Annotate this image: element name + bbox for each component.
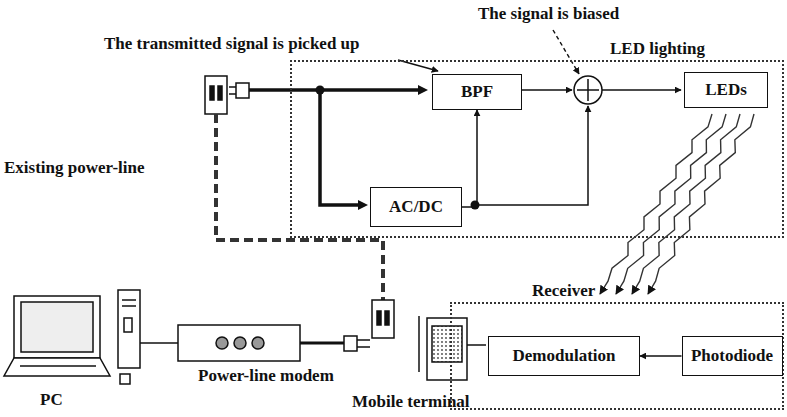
connector-arrow (640, 355, 682, 357)
light-rays (600, 114, 754, 294)
plug (300, 336, 370, 351)
photodiode-box: Photodiode (682, 336, 783, 376)
arrow-head (358, 200, 368, 210)
box-label: BPF (461, 82, 493, 102)
callout-text: The signal is biased (478, 4, 619, 24)
light-ray (600, 114, 712, 294)
signal-wire (602, 89, 681, 91)
box-label: Demodulation (513, 346, 616, 366)
mobile-terminal (419, 316, 486, 380)
junction-dot (316, 86, 325, 95)
adder-symbol (574, 76, 602, 104)
callout-text: The transmitted signal is picked up (104, 34, 360, 54)
filter-box: BPF (432, 74, 522, 110)
plug (229, 83, 249, 98)
device-label: Mobile terminal (352, 392, 470, 412)
leader-line (553, 30, 579, 74)
wall-outlet (372, 300, 394, 338)
device-label: PC (40, 390, 63, 410)
power-line (216, 114, 383, 300)
wall-outlet (205, 76, 227, 114)
box-label: Photodiode (691, 346, 773, 366)
led-box: LEDs (684, 72, 768, 108)
unit-heading: Receiver (530, 281, 597, 301)
light-ray (648, 114, 754, 294)
wire-label: Existing power-line (4, 158, 145, 178)
light-ray (616, 114, 726, 294)
arrow-head (418, 85, 428, 95)
bias-wire (475, 106, 588, 205)
unit-heading: LED lighting (608, 39, 707, 59)
receiver-unit: ReceiverDemodulationPhotodiode (450, 302, 784, 410)
demodulator-box: Demodulation (488, 336, 640, 376)
connector-arrow (462, 110, 477, 207)
converter-box: AC/DC (370, 187, 462, 227)
modem-box (178, 325, 300, 361)
pc-illustration (4, 290, 178, 384)
device-label: Power-line modem (198, 366, 334, 386)
box-label: AC/DC (389, 197, 443, 217)
lighting-unit: LED lightingBPFAC/DCLEDs (290, 60, 784, 238)
box-label: LEDs (705, 80, 747, 100)
light-ray (632, 114, 740, 294)
junction-dot (471, 201, 480, 210)
signal-wire (520, 89, 572, 91)
